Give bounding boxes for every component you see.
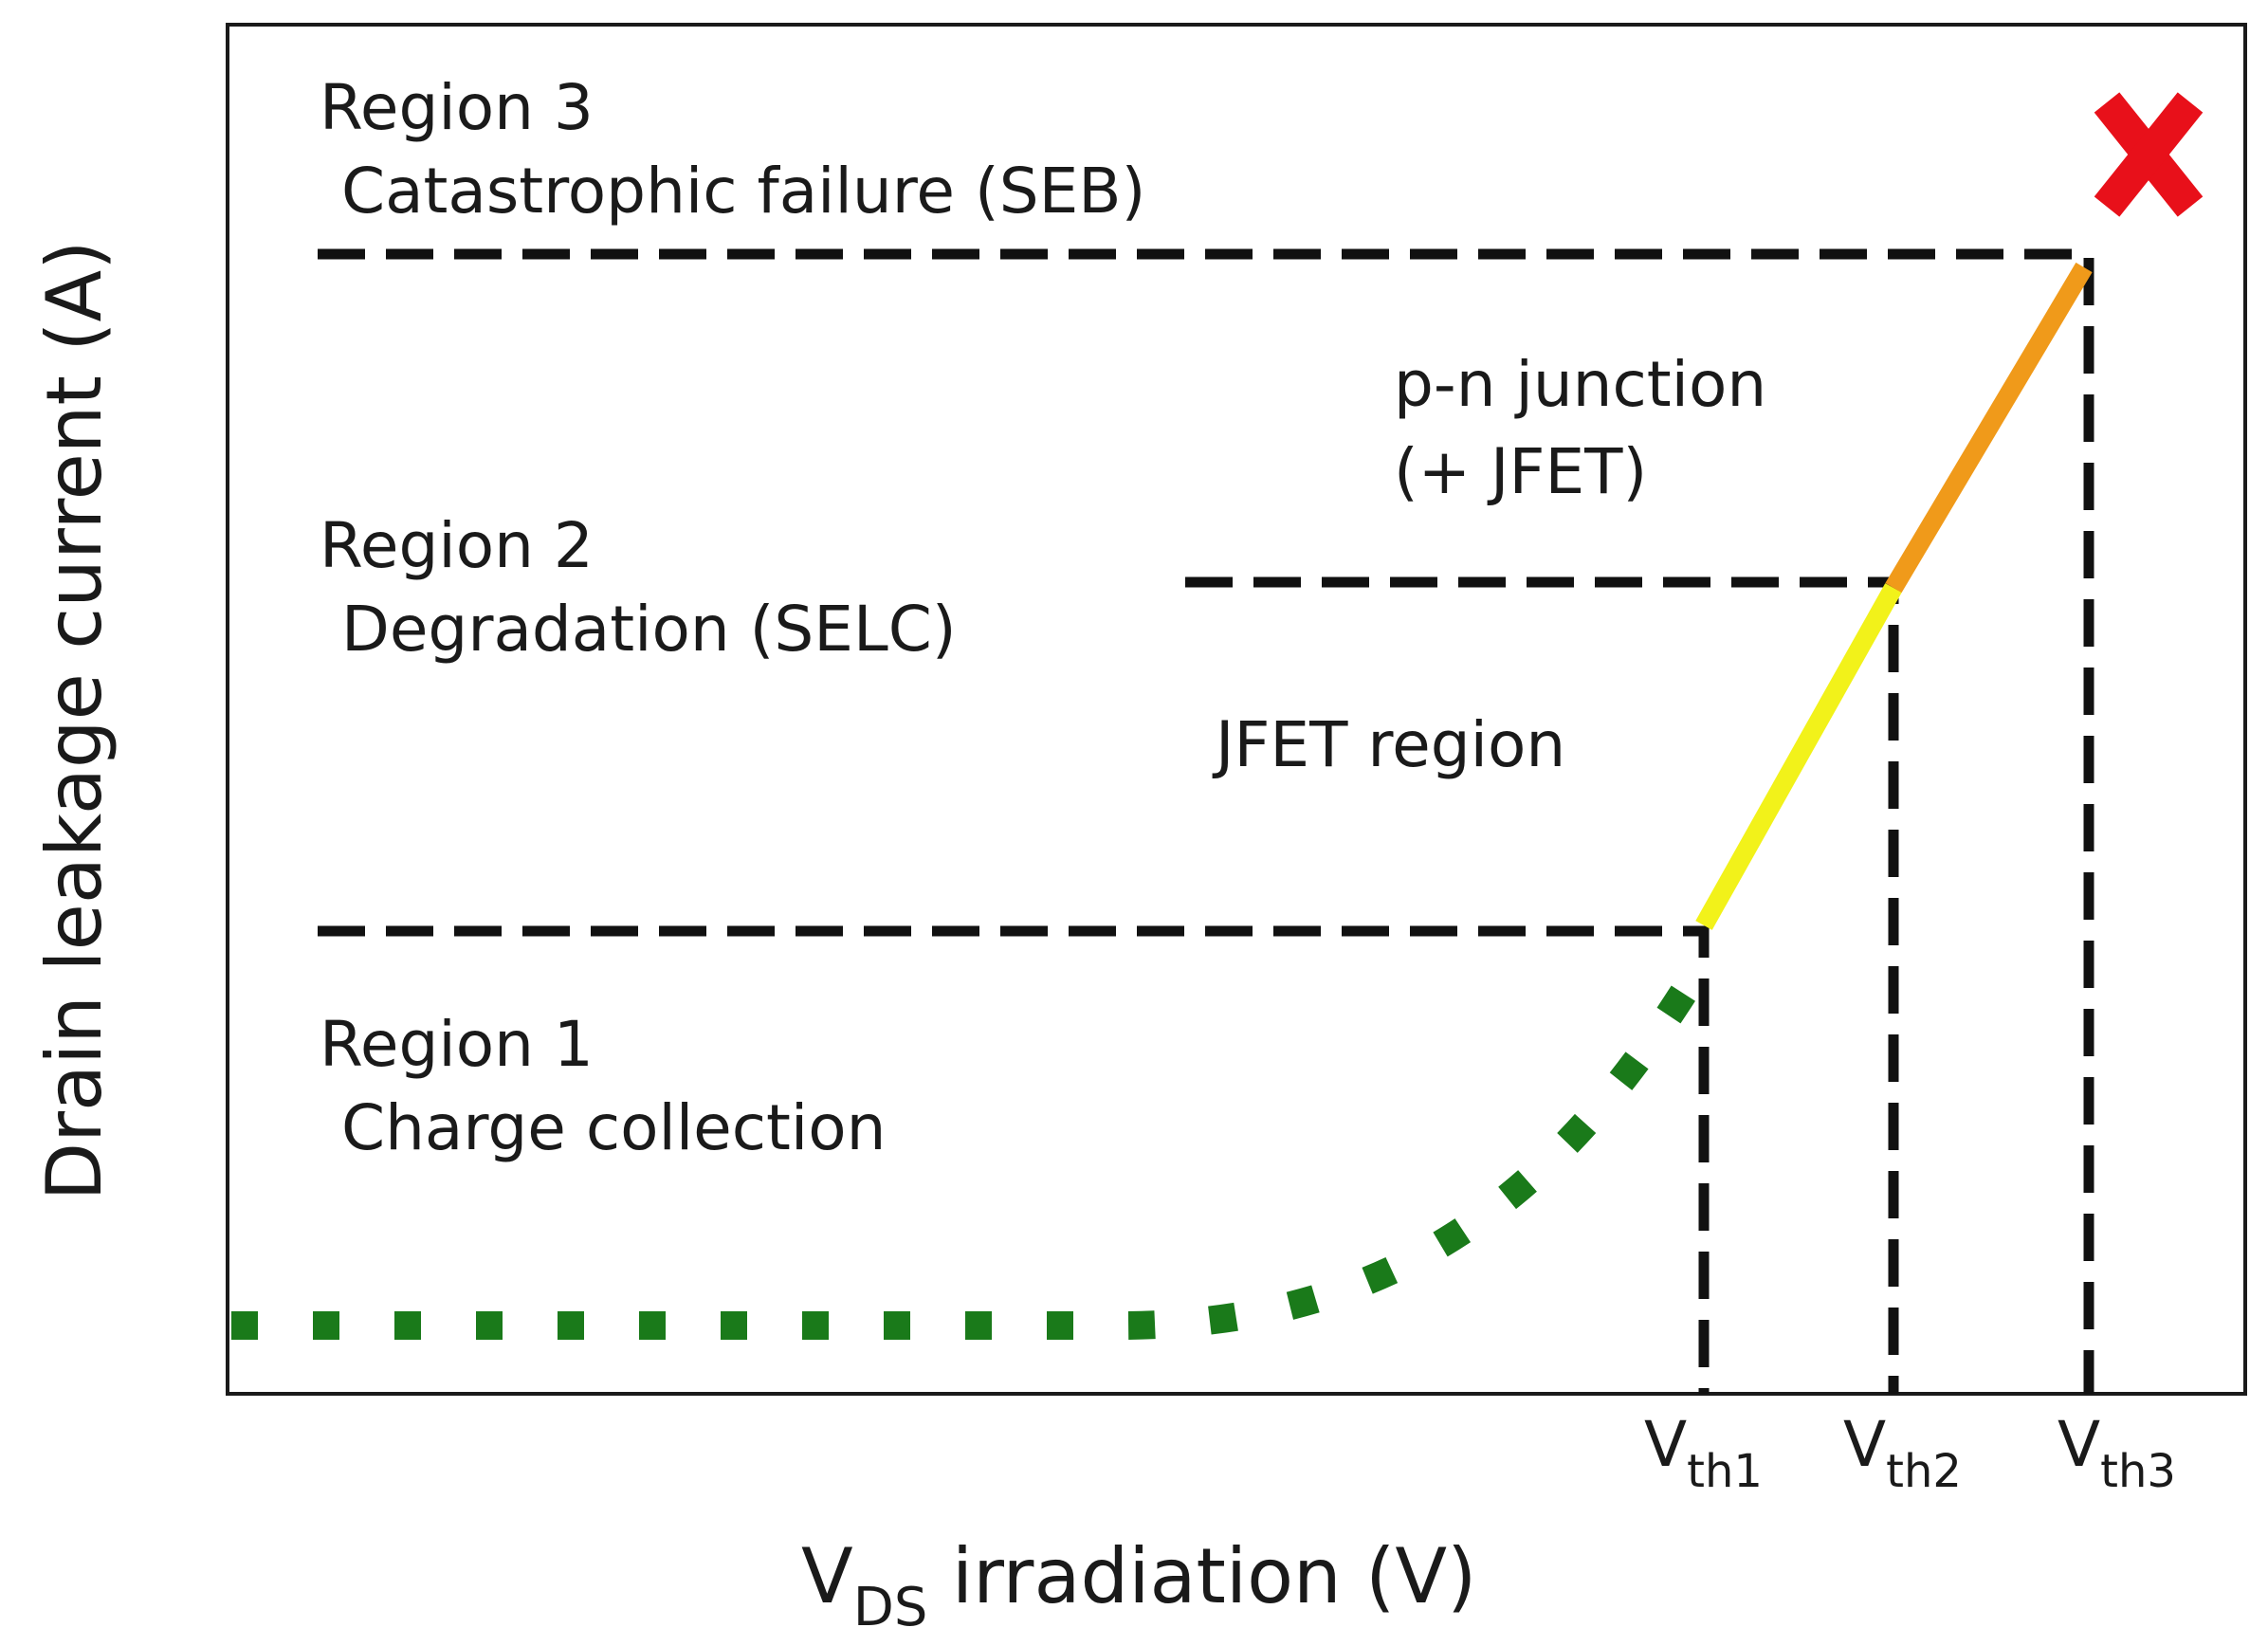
tick-vth3-sub: th3 [2100,1445,2176,1498]
tick-vth3: Vth3 [2058,1408,2176,1498]
pn-junction-label-2: (+ JFET) [1394,435,1647,508]
threshold-guides [318,248,2094,1394]
x-axis-title-sub: DS [853,1577,928,1638]
threshold-guide-1 [318,925,1710,1394]
series-charge-collection [231,982,1697,1340]
tick-vth3-main: V [2058,1408,2100,1481]
threshold-guide-2 [1185,576,1899,1394]
series-pn-junction [1885,262,2093,594]
tick-vth2-main: V [1843,1408,1886,1481]
region-2-title: Region 2 [320,509,594,582]
tick-vth2-sub: th2 [1886,1445,1962,1498]
x-axis-title: VDS irradiation (V) [801,1532,1476,1638]
tick-vth1: Vth1 [1644,1408,1763,1498]
y-axis-title: Drain leakage current (A) [30,241,119,1201]
pn-junction-label: p-n junction [1394,348,1766,421]
red-x-icon [2094,92,2204,217]
region-2-subtitle: Degradation (SELC) [341,593,957,666]
tick-vth1-main: V [1644,1408,1687,1481]
region-3-title: Region 3 [320,71,594,144]
region-1-title: Region 1 [320,1008,594,1081]
threshold-guide-3 [318,248,2094,1394]
x-axis-title-rest: irradiation (V) [927,1532,1476,1620]
x-axis-title-main: V [801,1532,853,1620]
jfet-region-label: JFET region [1212,708,1565,781]
tick-vth2: Vth2 [1843,1408,1962,1498]
region-1-subtitle: Charge collection [341,1091,886,1164]
series-jfet [1695,583,1902,930]
tick-vth1-sub: th1 [1687,1445,1763,1498]
plot-frame [226,23,2247,1396]
region-3-subtitle: Catastrophic failure (SEB) [341,155,1145,228]
leakage-curve [231,262,2093,1340]
